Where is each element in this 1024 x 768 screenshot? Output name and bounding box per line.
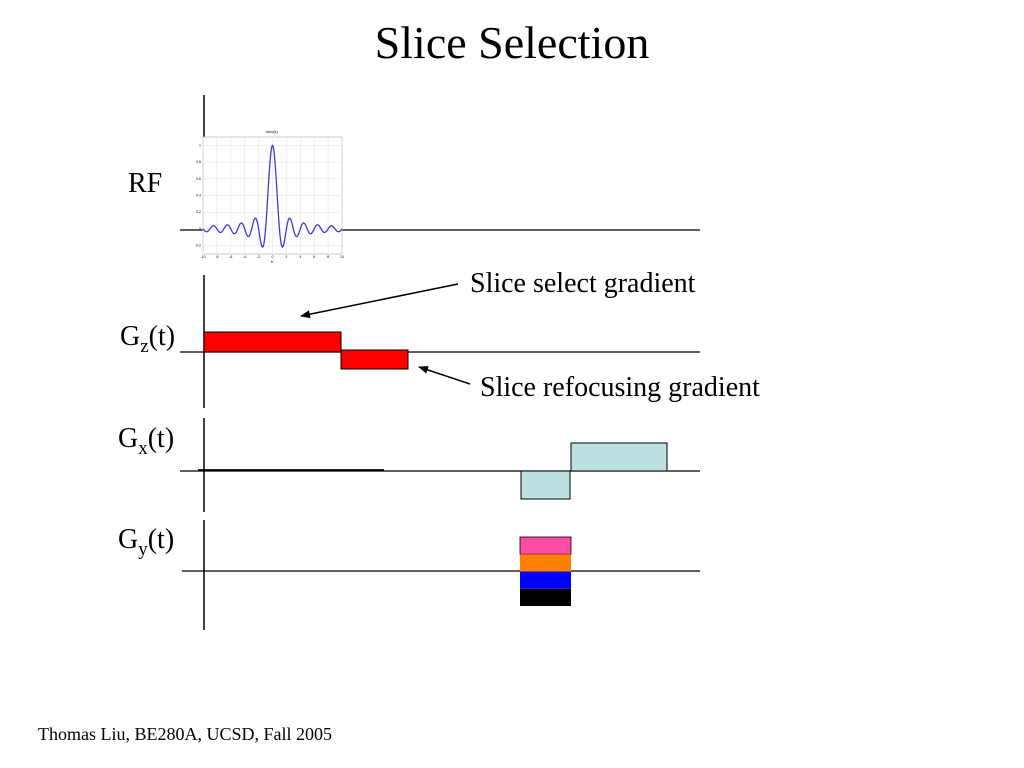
sinc-x-tick: -4 — [243, 255, 246, 259]
sinc-x-ticks: -10 -8 -6 -4 -2 0 2 4 6 8 10 — [200, 255, 344, 259]
sinc-x-tick: 8 — [327, 255, 329, 259]
sinc-x-tick: 2 — [285, 255, 287, 259]
slice-select-arrow — [300, 283, 459, 319]
sinc-x-tick: -8 — [215, 255, 218, 259]
footer-credit: Thomas Liu, BE280A, UCSD, Fall 2005 — [38, 724, 333, 744]
readout-prephase-pulse — [520, 470, 571, 500]
sinc-y-tick: 1 — [199, 143, 201, 147]
phase-encode-step — [519, 536, 572, 555]
phase-encode-step — [520, 571, 571, 589]
sinc-y-tick: 0.2 — [196, 210, 201, 214]
slice-select-pulse — [203, 331, 342, 353]
gz-label: Gz(t) — [120, 321, 175, 357]
gy-label: Gy(t) — [118, 524, 174, 560]
phase-encode-step — [520, 588, 571, 606]
sinc-x-tick: 6 — [313, 255, 315, 259]
sinc-grid — [202, 137, 343, 254]
sinc-x-tick: 10 — [340, 255, 344, 259]
sinc-y-tick: 0.8 — [196, 160, 201, 164]
slice-refocus-arrow — [418, 366, 471, 385]
sinc-x-label: k — [271, 259, 273, 264]
sinc-y-tick: 0.4 — [196, 194, 201, 198]
sinc-x-tick: -2 — [257, 255, 260, 259]
slice-refocus-pulse — [340, 349, 409, 370]
sinc-x-tick: -10 — [200, 255, 205, 259]
phase-encode-step — [520, 554, 571, 572]
phase-encode-steps — [519, 536, 572, 606]
sinc-x-tick: 0 — [272, 255, 274, 259]
sinc-y-tick: -0.2 — [195, 244, 201, 248]
sinc-y-tick: 0.6 — [196, 177, 201, 181]
readout-pulse — [570, 442, 668, 472]
gx-label: Gx(t) — [118, 423, 174, 459]
sinc-plot-title: sinc(k) — [266, 129, 278, 134]
rf-label: RF — [128, 168, 162, 199]
sinc-curve — [202, 144, 343, 248]
slice-select-annotation: Slice select gradient — [470, 268, 696, 299]
slide-title: Slice Selection — [374, 17, 650, 68]
sinc-x-tick: 4 — [299, 255, 301, 259]
slice-refocus-annotation: Slice refocusing gradient — [480, 372, 760, 403]
sinc-x-tick: -6 — [229, 255, 232, 259]
sinc-y-ticks: 1 0.8 0.6 0.4 0.2 0 -0.2 — [195, 143, 201, 247]
sinc-inset-plot: sinc(k) -10 -8 -6 -4 -2 0 2 4 6 8 10 1 0.8 0.6 0.4 0.2… — [195, 129, 344, 264]
sinc-y-tick: 0 — [199, 227, 201, 231]
